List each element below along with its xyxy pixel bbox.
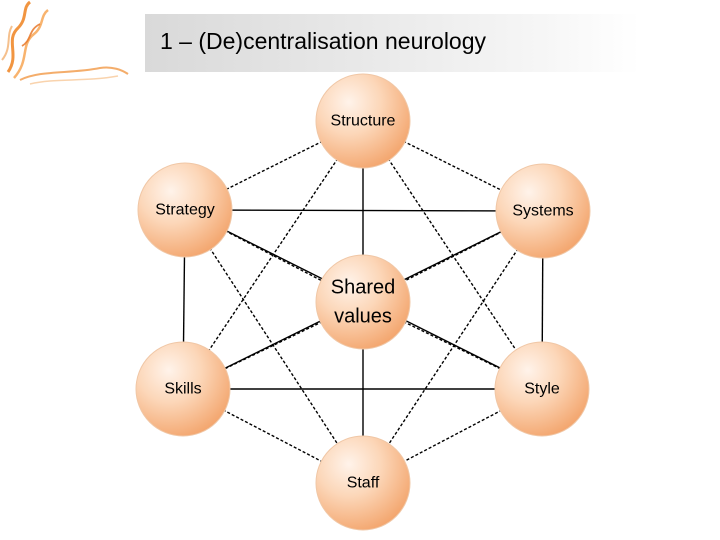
- connector-systems-staff: [362, 210, 544, 484]
- title-bar: 1 – (De)centralisation neurology: [145, 14, 640, 72]
- node-shared: Shared values: [315, 254, 411, 350]
- node-staff: Staff: [315, 435, 411, 531]
- connector-style-staff: [362, 388, 543, 484]
- connector-systems-shared: [362, 210, 544, 303]
- node-circle-style: [494, 341, 590, 437]
- node-label-systems: Systems: [512, 203, 573, 220]
- node-circle-staff: [315, 435, 411, 531]
- connector-structure-skills: [182, 120, 364, 390]
- node-circle-structure: [315, 73, 411, 169]
- connector-skills-staff: [182, 388, 364, 484]
- connector-strategy-systems: [184, 209, 544, 212]
- node-skills: Skills: [135, 341, 231, 437]
- node-style: Style: [494, 341, 590, 437]
- node-circle-systems: [495, 163, 591, 259]
- node-circle-strategy: [137, 162, 233, 258]
- node-label-structure: Structure: [331, 113, 396, 130]
- node-systems: Systems: [495, 163, 591, 259]
- node-circle-shared: [315, 254, 411, 350]
- connector-strategy-staff: [184, 209, 364, 484]
- node-label-skills: Skills: [164, 381, 201, 398]
- node-circle-skills: [135, 341, 231, 437]
- page-title: 1 – (De)centralisation neurology: [160, 28, 487, 54]
- flame-logo: [1, 0, 129, 85]
- node-label-style: Style: [524, 381, 560, 398]
- node-label-shared-0: Shared: [331, 277, 396, 299]
- node-label-shared-1: values: [334, 306, 392, 328]
- node-label-strategy: Strategy: [155, 202, 215, 219]
- node-strategy: Strategy: [137, 162, 233, 258]
- node-structure: Structure: [315, 73, 411, 169]
- node-label-staff: Staff: [347, 475, 380, 492]
